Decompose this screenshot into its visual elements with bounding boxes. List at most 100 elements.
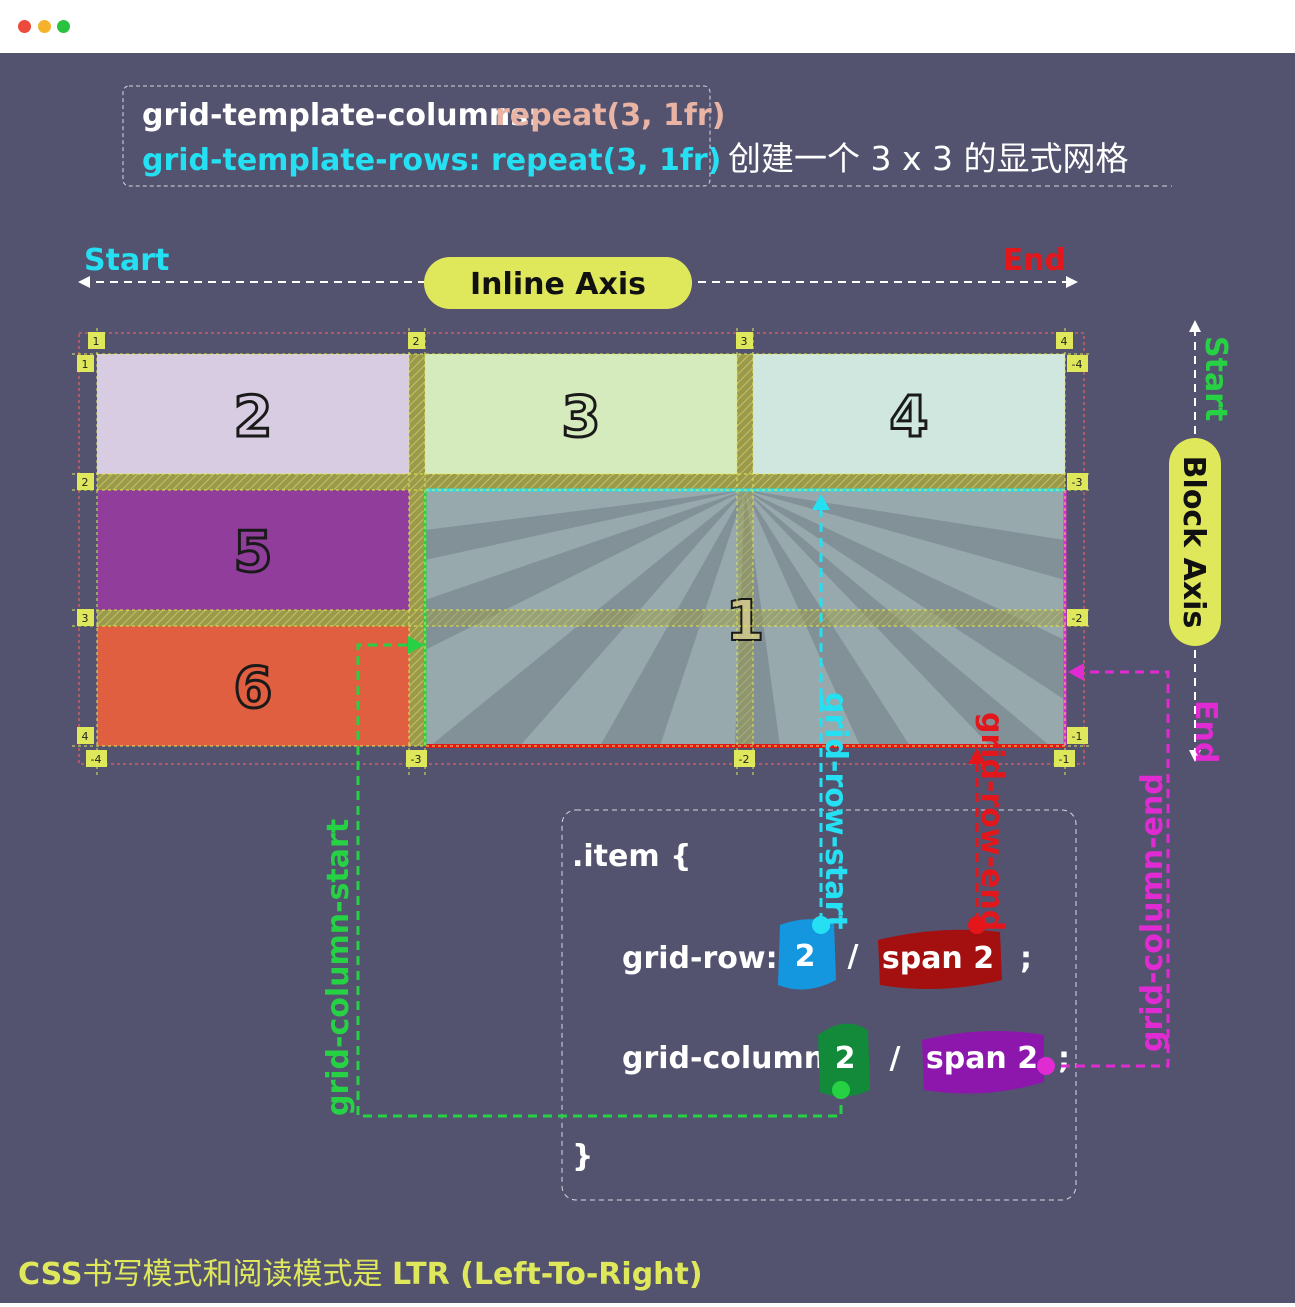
svg-text:-2: -2 [739, 753, 750, 766]
svg-text:2: 2 [413, 335, 420, 348]
svg-text:4: 4 [82, 730, 89, 743]
column-slash: / [890, 1041, 901, 1076]
svg-text:-3: -3 [411, 753, 422, 766]
code-selector: .item { [572, 839, 691, 874]
column-semicolon: ; [1058, 1041, 1070, 1076]
grid-item-4: 4 [753, 354, 1065, 474]
column-start-dot [832, 1081, 850, 1099]
item-5-number: 5 [234, 520, 273, 585]
code-box [561, 809, 1077, 1201]
row-span-blob [878, 929, 1002, 989]
column-end-connector [1046, 670, 1170, 1068]
item-6-number: 6 [234, 656, 273, 721]
header-caption: 创建一个 3 x 3 的显式网格 [728, 139, 1128, 178]
row-end-label: grid-row-end [974, 712, 1009, 931]
grid-item-2: 2 [97, 354, 409, 474]
grid-item-5: 5 [97, 490, 409, 610]
svg-text:3: 3 [741, 335, 748, 348]
column-start-connector [356, 643, 843, 1118]
item-1-number: 1 [726, 589, 765, 654]
row-line-neg-4: -4 [1067, 355, 1088, 372]
footer-middle: 书写模式和阅读模式是 [82, 1257, 392, 1292]
diagram-canvas: grid-template-columns: repeat(3, 1fr) gr… [0, 53, 1295, 1303]
block-axis-label: Block Axis [1176, 456, 1211, 629]
svg-text:-4: -4 [91, 753, 102, 766]
block-axis-end: End [1188, 700, 1223, 763]
svg-text:1: 1 [82, 358, 89, 371]
close-window-button[interactable] [18, 20, 31, 33]
row-line-1: 1 [77, 355, 94, 372]
header-code-box [122, 85, 711, 187]
col-line-1: 1 [88, 332, 105, 349]
columns-property: grid-template-columns: [142, 98, 540, 133]
inline-axis-start: Start [84, 243, 169, 278]
grid-diagram: grid-template-columns: repeat(3, 1fr) gr… [18, 85, 1233, 1292]
svg-text:3: 3 [82, 612, 89, 625]
col-line-3: 3 [736, 332, 753, 349]
footer-prefix: CSS [18, 1257, 82, 1292]
col-line-neg-4: -4 [86, 750, 107, 767]
grid-row-property: grid-row: [622, 941, 778, 976]
connector-arrows [356, 506, 1170, 1118]
svg-text:2: 2 [82, 476, 89, 489]
grid-item-6: 6 [97, 626, 409, 746]
inline-axis-label: Inline Axis [470, 267, 646, 302]
rows-line: grid-template-rows: repeat(3, 1fr) [142, 143, 721, 178]
row-start-label: grid-row-start [818, 692, 853, 930]
row-slash: / [848, 939, 859, 974]
block-axis-pill [1169, 438, 1221, 646]
row-span-value: span 2 [882, 941, 994, 976]
row-line-neg-3: -3 [1067, 473, 1088, 490]
svg-text:-3: -3 [1072, 476, 1083, 489]
zoom-window-button[interactable] [57, 20, 70, 33]
grid-column-property: grid-column: [622, 1041, 837, 1076]
minimize-window-button[interactable] [38, 20, 51, 33]
row-start-arrowhead [812, 494, 830, 510]
column-end-dot [1037, 1057, 1055, 1075]
grid-lines [72, 328, 1090, 778]
row-line-3: 3 [77, 609, 94, 626]
footer-suffix: LTR (Left-To-Right) [392, 1257, 703, 1292]
block-axis-start-arrow [1189, 320, 1201, 332]
row-semicolon: ; [1020, 941, 1032, 976]
inline-axis-pill [424, 257, 692, 309]
footer-note: CSS书写模式和阅读模式是 LTR (Left-To-Right) [18, 1257, 703, 1292]
col-line-2: 2 [408, 332, 425, 349]
column-start-value: 2 [835, 1041, 856, 1076]
row-end-arrowhead [968, 748, 986, 764]
column-start-blob [818, 1023, 870, 1097]
line-number-badges: 1 2 3 4 -4 -3 -2 -1 1 2 3 4 -4 -3 -2 -1 [77, 332, 1088, 767]
grid-item-1: 1 [425, 490, 1065, 746]
item-2-number: 2 [234, 385, 273, 450]
inline-axis-start-arrow [78, 276, 90, 288]
svg-text:1: 1 [93, 335, 100, 348]
col-line-neg-3: -3 [406, 750, 427, 767]
row-start-blob [778, 919, 836, 990]
item-3-number: 3 [562, 385, 601, 450]
row-line-neg-1: -1 [1067, 727, 1088, 744]
inline-axis-end: End [1003, 243, 1066, 278]
column-end-arrowhead [1068, 663, 1084, 681]
column-span-value: span 2 [926, 1041, 1038, 1076]
code-close-brace: } [572, 1139, 593, 1174]
column-start-arrowhead [408, 636, 424, 654]
window-titlebar [0, 0, 1295, 53]
col-line-4: 4 [1056, 332, 1073, 349]
svg-text:4: 4 [1061, 335, 1068, 348]
row-line-4: 4 [77, 727, 94, 744]
column-start-label: grid-column-start [321, 819, 356, 1116]
block-axis-start: Start [1198, 336, 1233, 421]
row-start-value: 2 [795, 939, 816, 974]
block-axis-end-arrow [1189, 750, 1201, 762]
inline-axis-end-arrow [1066, 276, 1078, 288]
svg-text:-1: -1 [1059, 753, 1070, 766]
svg-text:-2: -2 [1072, 612, 1083, 625]
row-line-neg-2: -2 [1067, 609, 1088, 626]
column-gap-1 [409, 354, 425, 746]
col-line-neg-1: -1 [1054, 750, 1075, 767]
col-line-neg-2: -2 [734, 750, 755, 767]
svg-text:-4: -4 [1072, 358, 1083, 371]
svg-text:-1: -1 [1072, 730, 1083, 743]
column-span-blob [922, 1031, 1044, 1094]
